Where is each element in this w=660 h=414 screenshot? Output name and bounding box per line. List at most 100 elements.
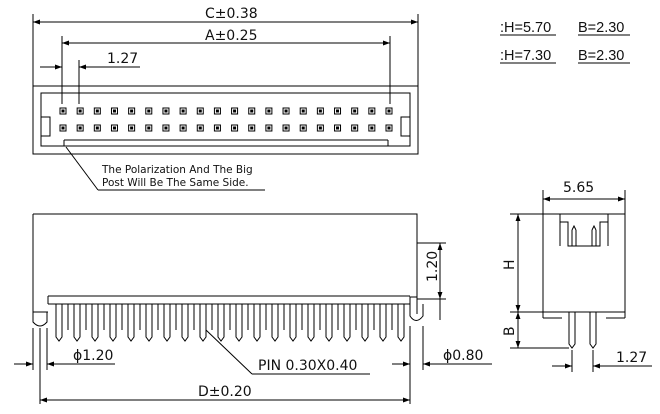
pin-dot [78,126,82,130]
note-line-2: Post Will Be The Same Side. [102,177,249,189]
pin-dot [130,126,134,130]
pin-dot [353,126,357,130]
pin-tail [253,304,261,342]
pin-dot [147,109,151,113]
pin-square [110,124,118,132]
pin-square [162,107,170,115]
spec-h-1: :H=5.70 [500,20,551,36]
pin-grid [59,107,393,132]
pin-tail [181,304,189,342]
pin-square [145,124,153,132]
pin-dot [267,126,271,130]
dim-post-dia-label: ϕ1.20 [73,348,113,364]
dim-width-label: 5.65 [563,180,594,196]
pin-square [128,124,136,132]
pin-dot [387,126,391,130]
pin-square [368,107,376,115]
dim-c-label: C±0.38 [205,6,258,22]
pin-dot [301,126,305,130]
pin-square [59,124,67,132]
pin-tail [397,304,405,342]
pin-dot [284,126,288,130]
pin-dot [95,126,99,130]
pin-tail [379,304,387,342]
dim-d-label: D±0.20 [198,384,252,400]
pin-tail [127,304,135,342]
pin-square [76,124,84,132]
pin-square [299,124,307,132]
pin-square [76,107,84,115]
pin-dot [250,126,254,130]
pin-dot [181,126,185,130]
pin-dot [284,109,288,113]
pin-dot [78,109,82,113]
pin-square [59,107,67,115]
pin-dot [353,109,357,113]
pin-tail [199,304,207,342]
spec-table: :H=5.70 B=2.30 :H=7.30 B=2.30 [500,20,630,64]
pin-square [351,107,359,115]
pin-tail [325,304,333,342]
dim-side-pitch-label: 1.27 [616,350,647,366]
pin-tail [145,304,153,342]
pin-dot [336,126,340,130]
pin-tail [271,304,279,342]
pin-square [196,124,204,132]
pin-square [334,107,342,115]
pin-dot [370,109,374,113]
pin-dot [112,126,116,130]
pin-square [231,107,239,115]
pin-dot [233,109,237,113]
pin-square [93,107,101,115]
pin-dot [147,126,151,130]
pin-square [248,124,256,132]
pin-square [282,107,290,115]
dim-b-label: B [502,326,518,336]
pin-dot [318,126,322,130]
pin-dot [387,109,391,113]
pin-dot [301,109,305,113]
pin-tail [55,304,63,342]
pin-dot [130,109,134,113]
pin-dot [233,126,237,130]
pin-dot [215,126,219,130]
pin-tail [307,304,315,342]
side-view [510,190,652,372]
pin-square [179,124,187,132]
pin-square [351,124,359,132]
pin-square [385,107,393,115]
pin-tail [73,304,81,342]
dim-h-label: H [502,259,518,270]
pin-square [385,124,393,132]
pin-square [316,107,324,115]
pin-tail [217,304,225,342]
pin-tail [163,304,171,342]
pin-dot [215,109,219,113]
top-view [32,14,419,191]
pin-dot [267,109,271,113]
pin-dot [61,126,65,130]
pin-dot [164,109,168,113]
pin-square [231,124,239,132]
pin-dot [112,109,116,113]
pin-square [282,124,290,132]
spec-b-2: B=2.30 [578,48,624,64]
pin-tail [235,304,243,342]
dim-a-label: A±0.25 [205,28,257,44]
pin-dot [181,109,185,113]
pin-dot [198,126,202,130]
pin-dot [370,126,374,130]
pin-square [128,107,136,115]
dim-pin-label: PIN 0.30X0.40 [258,358,357,374]
pin-square [93,124,101,132]
pin-square [213,107,221,115]
spec-h-2: :H=7.30 [500,48,551,64]
pin-row [55,304,405,342]
pin-square [162,124,170,132]
note-line-1: The Polarization And The Big [101,164,253,176]
pin-square [213,124,221,132]
pin-tail [361,304,369,342]
pin-square [334,124,342,132]
pin-square [248,107,256,115]
